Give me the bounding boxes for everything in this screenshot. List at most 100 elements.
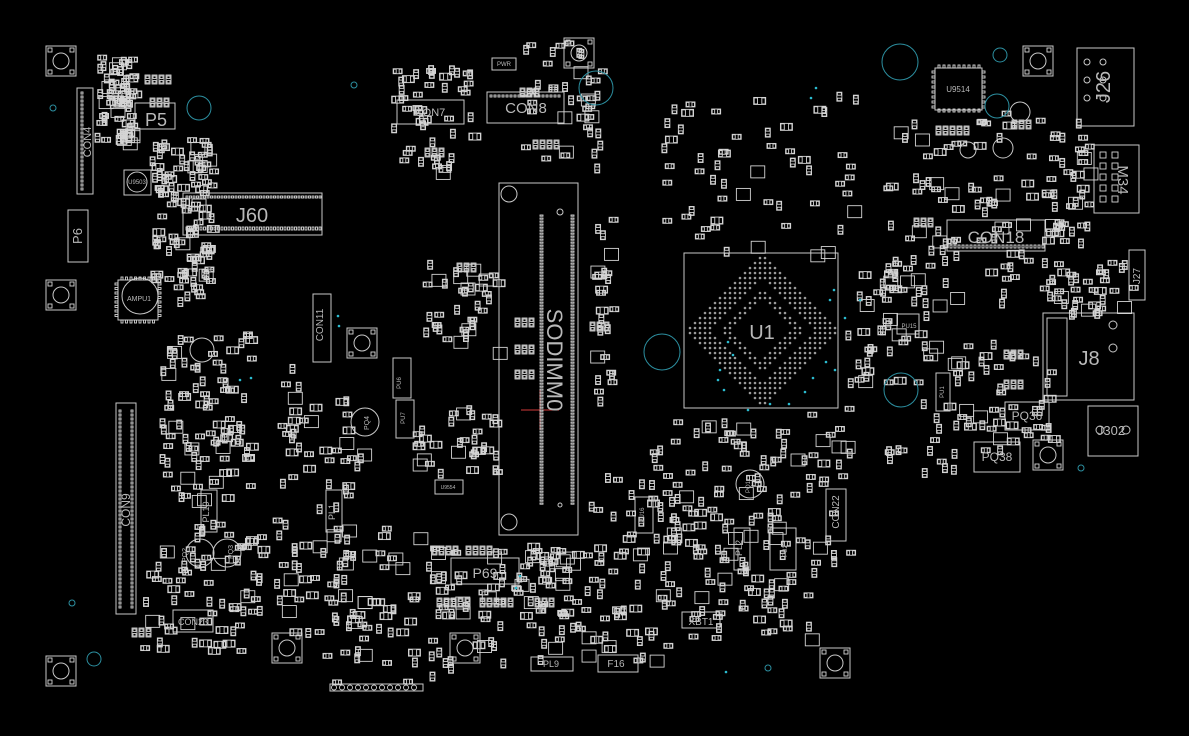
smd-passive (1097, 264, 1104, 275)
smd-pad (866, 301, 872, 306)
sodimm-pin (539, 424, 544, 427)
bga-ball (758, 396, 762, 400)
smd-pad (478, 611, 484, 619)
jack-pin (1083, 94, 1091, 102)
smd-passive (357, 621, 368, 628)
smd-ic (944, 187, 960, 201)
smd-passive (548, 558, 559, 565)
smd-pad (894, 183, 899, 191)
smd-passive (885, 320, 892, 331)
smd-passive (1023, 432, 1034, 439)
smd-pad (230, 416, 235, 422)
smd-ic (815, 434, 831, 448)
smd-passive (164, 626, 178, 635)
switch-pad (69, 657, 75, 663)
smd-passive (662, 490, 673, 496)
smd-pad (463, 338, 469, 342)
smd-passive (951, 236, 962, 243)
smd-pad (171, 486, 175, 491)
smd-pad (835, 426, 839, 432)
smd-pad (257, 546, 263, 554)
bga-ball (713, 316, 717, 320)
smd-pad (205, 456, 210, 462)
smd-pad (606, 615, 610, 621)
sodimm-pin (539, 445, 544, 448)
component-outline (935, 372, 951, 412)
bga-ball (708, 341, 712, 345)
smd-passive (694, 168, 705, 175)
smd-passive (1050, 131, 1061, 138)
smd-pad (576, 53, 582, 58)
smd-pad (102, 112, 108, 116)
resistor-array-cell (521, 369, 528, 380)
smd-pad (493, 572, 499, 580)
smd-pad (777, 494, 783, 499)
smd-pad (582, 106, 587, 112)
smd-pad (856, 365, 862, 369)
smd-pad (845, 336, 851, 340)
connector-pin (80, 91, 84, 95)
smd-pad (454, 305, 460, 309)
smd-pad (997, 389, 1003, 393)
connector-pin (130, 525, 134, 529)
label-con18: CON18 (968, 228, 1025, 247)
smd-pad (777, 515, 782, 521)
sodimm-pin (539, 244, 544, 247)
smd-passive (576, 113, 590, 122)
smd-passive (413, 69, 420, 80)
smd-pad (257, 579, 263, 583)
tact-switch (271, 632, 303, 664)
smd-pad (639, 569, 645, 573)
smd-pad (911, 261, 917, 265)
smd-pad (501, 598, 506, 602)
connector-pin (513, 94, 517, 98)
smd-passive (203, 579, 214, 586)
smd-passive (763, 540, 770, 550)
smd-pad (157, 177, 163, 181)
smd-passive (435, 586, 449, 595)
smd-pad (442, 284, 448, 289)
smd-pad (869, 367, 874, 375)
smd-passive (184, 590, 195, 597)
smd-pad (877, 331, 883, 335)
smd-ic (1053, 290, 1069, 304)
smd-pad (333, 502, 339, 507)
smd-pad (604, 322, 609, 326)
sodimm-pin (570, 289, 575, 292)
smd-pad (831, 563, 837, 567)
bga-ball (798, 291, 802, 295)
bga-ball (768, 301, 772, 305)
smd-pad (238, 338, 244, 343)
smd-passive (289, 407, 303, 416)
smd-pad (750, 434, 756, 438)
smd-ic (900, 275, 915, 289)
ic-pin (957, 108, 961, 113)
connector-pin (130, 441, 134, 445)
smd-passive (594, 559, 605, 566)
bga-ball (798, 351, 802, 355)
smd-pad (1004, 355, 1009, 359)
smd-passive (444, 115, 455, 122)
smd-pad (229, 606, 234, 612)
component-outline (733, 527, 751, 571)
smd-passive (893, 376, 907, 385)
smd-passive (669, 496, 675, 507)
bga-ball (753, 356, 757, 360)
smd-pad (765, 464, 769, 470)
smd-passive (714, 491, 724, 498)
smd-pad (798, 156, 803, 164)
smd-pad (535, 543, 540, 551)
smd-pad (164, 175, 169, 183)
bga-ball (798, 331, 802, 335)
smd-pad (388, 660, 392, 666)
smd-pad (383, 605, 388, 613)
connector-pin (213, 195, 217, 199)
smd-passive (548, 86, 559, 93)
component-outline (597, 654, 639, 673)
smd-pad (857, 328, 863, 336)
smd-passive (730, 438, 741, 445)
connector-pin (297, 195, 301, 199)
smd-passive (1038, 399, 1045, 410)
smd-passive (664, 135, 678, 144)
smd-pad (657, 451, 663, 455)
